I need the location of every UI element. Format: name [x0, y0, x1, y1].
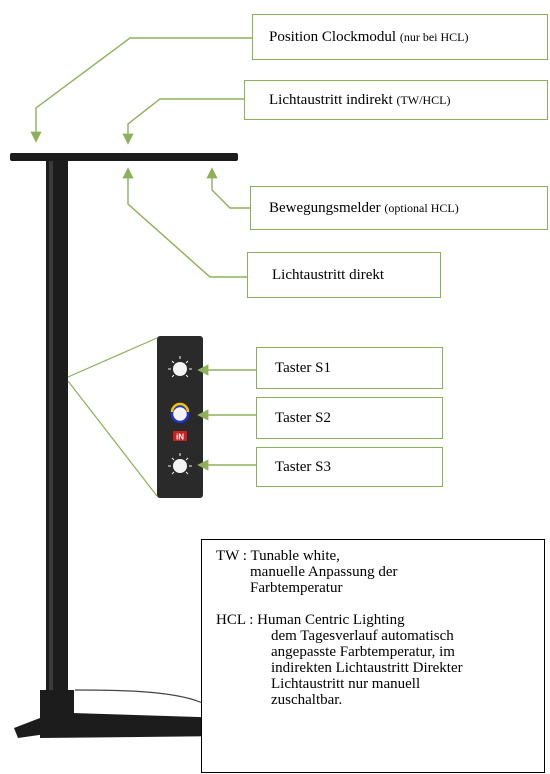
button-s2-icon: [170, 402, 190, 424]
label-clockmodul: Position Clockmodul (nur bei HCL): [252, 14, 548, 60]
label-taster-s1: Taster S1: [256, 347, 443, 389]
lamp-head: [10, 153, 238, 161]
legend-tw-1: TW : Tunable white,: [216, 548, 340, 564]
floor-lamp: [10, 153, 252, 760]
connector-clock: [30, 37, 252, 143]
legend-hcl-1: HCL : Human Centric Lighting: [216, 612, 405, 628]
brand-logo-text: iN: [176, 433, 184, 442]
label-taster-s3: Taster S3: [256, 447, 443, 487]
label-lichtaustritt-indirekt: Lichtaustritt indirekt (TW/HCL): [244, 80, 548, 120]
connector-indirect: [122, 98, 244, 145]
label-taster-s2: Taster S2: [256, 397, 443, 439]
connector-motion: [206, 167, 250, 209]
button-s3-icon: [168, 453, 192, 475]
control-panel: iN: [157, 336, 203, 498]
legend-tw-3: Farbtemperatur: [250, 580, 343, 596]
label-bewegungsmelder: Bewegungsmelder (optional HCL): [250, 186, 548, 230]
legend-hcl-5: Lichtaustritt nur manuell: [271, 676, 421, 692]
label-lichtaustritt-direkt: Lichtaustritt direkt: [247, 252, 441, 298]
zoom-lines: [67, 337, 158, 497]
legend-hcl-6: zuschaltbar.: [271, 692, 343, 708]
legend-box: TW : Tunable white, manuelle Anpassung d…: [201, 539, 545, 773]
legend-hcl-4: indirekten Lichtaustritt Direkter: [271, 660, 463, 676]
legend-hcl-3: angepasste Farbtemperatur, im: [271, 644, 455, 660]
button-s1-icon: [168, 356, 192, 378]
legend-tw-2: manuelle Anpassung der: [250, 564, 398, 580]
connector-direct: [122, 167, 247, 278]
legend-hcl-2: dem Tagesverlauf automatisch: [271, 628, 454, 644]
brand-logo: [173, 431, 187, 441]
connectors: [30, 37, 256, 471]
